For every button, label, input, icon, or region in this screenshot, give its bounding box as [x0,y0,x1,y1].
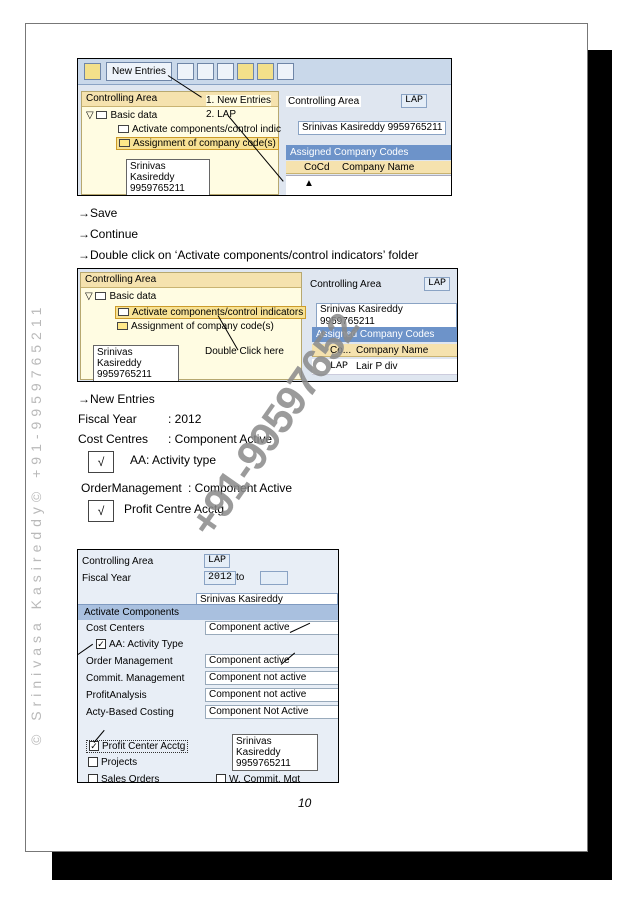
folder-icon [118,125,129,134]
cost-centers-field[interactable]: Component active [205,621,338,635]
assigned-company-codes-title: Assigned Company Codes [286,145,451,160]
order-management-field[interactable]: Component active [205,654,338,668]
step-double-click: →Double click on ‘Activate components/co… [78,248,419,262]
controlling-area-field[interactable]: LAP [401,94,428,108]
sap-toolbar: New Entries [78,59,451,85]
step-save: →Save [78,206,118,220]
table-header: CoCd Company Name [286,161,451,174]
callout-lap: 2. LAP [206,109,237,120]
chevron-down-icon[interactable]: ▽ [85,291,93,302]
cost-centers-label: Cost Centers [86,623,145,634]
checkbox-checked-icon[interactable]: ✓ [96,639,106,650]
commit-management-field[interactable]: Component not active [205,671,338,685]
author-note: Srinivas Kasireddy 9959765211 [126,159,210,195]
fiscal-year-field[interactable]: 2012 [204,571,237,585]
table-row[interactable]: LAP Lair P div [312,359,457,375]
table-grid [286,175,451,195]
profit-centre-checkbox[interactable]: √ [88,500,114,522]
profit-centre-label: Profit Centre Acctg [124,502,225,516]
row-code: LAP [330,361,349,372]
controlling-area-label: Controlling Area [286,96,362,107]
profit-analysis-label: ProfitAnalysis [86,690,147,701]
side-watermark: © Srinivasa Kasireddy© +91-9959765211 [28,302,44,745]
tree-item-activate-components[interactable]: Activate components/control indicators [115,306,307,319]
table-header: Co... Company Name [312,344,457,357]
undo-icon[interactable] [217,63,234,80]
deselect-all-icon[interactable] [277,63,294,80]
copy-icon[interactable] [177,63,194,80]
tree-item-activate-components[interactable]: Activate components/control indic [118,124,281,135]
cost-centres-value: : Component Active [168,432,273,446]
cost-centres-label: Cost Centres [78,432,149,446]
tree-item-assignment[interactable]: Assignment of company code(s) [117,321,274,332]
column-company-name: Company Name [342,162,415,173]
folder-icon [118,308,129,317]
author-note-bottom: Srinivas Kasireddy 9959765211 [232,734,318,771]
navigation-tree: Controlling Area ▽ Basic data Activate c… [81,91,281,195]
profit-center-acctg-checkbox[interactable]: ✓Profit Center Acctg [86,740,189,753]
tree-item-basic-data[interactable]: ▽ Basic data [86,110,158,121]
checkbox-icon[interactable] [216,774,226,782]
pointer-icon: ▲ [304,178,314,189]
assigned-company-codes-title: Assigned Company Codes [312,327,457,342]
controlling-area-label: Controlling Area [82,556,154,567]
author-note-right: Srinivas Kasireddy 9959765211 [298,121,447,135]
w-commit-mgt-checkbox[interactable]: W. Commit. Mgt [216,774,300,782]
checkbox-icon[interactable] [88,757,98,768]
row-company-name: Lair P div [356,361,398,372]
edit-icon[interactable] [84,63,101,80]
select-block-icon[interactable] [257,63,274,80]
arrow-line [78,643,94,655]
page-number: 10 [298,796,312,810]
projects-checkbox[interactable]: Projects [88,757,137,768]
acty-based-costing-label: Acty-Based Costing [86,707,174,718]
sap-screenshot-new-entries: New Entries Controlling Area ▽ Basic dat… [77,58,452,196]
chevron-down-icon[interactable]: ▽ [86,110,94,121]
sap-screenshot-double-click: Controlling Area ▽ Basic data Activate c… [77,268,458,382]
folder-open-icon [117,322,128,331]
tree-item-assignment[interactable]: Assignment of company code(s) [116,137,279,150]
to-label: to [236,572,245,583]
controlling-area-label: Controlling Area [310,279,382,290]
order-management-value: : Component Active [188,481,293,495]
fiscal-year-label: Fiscal Year [82,573,131,584]
column-cocd: CoCd [304,162,330,173]
delete-icon[interactable] [197,63,214,80]
author-note: Srinivas Kasireddy 9959765211 [93,345,179,381]
folder-icon [96,111,108,120]
commit-management-label: Commit. Management [86,673,185,684]
order-management-label: Order Management [86,656,173,667]
folder-icon [95,292,107,301]
column-company-name: Company Name [356,345,429,356]
sales-orders-checkbox[interactable]: Sales Orders [88,774,159,782]
new-entries-button[interactable]: New Entries [106,62,172,81]
controlling-area-field[interactable]: LAP [424,277,451,291]
order-management-label: OrderManagement [81,481,182,495]
step-continue: →Continue [78,227,139,241]
aa-activity-label: AA: Activity type [130,453,217,467]
aa-activity-type-checkbox[interactable]: ✓AA: Activity Type [96,639,184,650]
sap-screenshot-activate-components: Controlling Area LAP Fiscal Year 2012 to… [77,549,339,783]
fiscal-year-value: : 2012 [168,412,202,426]
acty-based-costing-field[interactable]: Component Not Active [205,705,338,719]
aa-activity-checkbox[interactable]: √ [88,451,114,473]
step-new-entries: →New Entries [78,392,155,406]
callout-double-click: Double Click here [205,346,284,357]
section-activate-components: Activate Components [78,604,338,620]
select-all-icon[interactable] [237,63,254,80]
profit-analysis-field[interactable]: Component not active [205,688,338,702]
tree-item-basic-data[interactable]: ▽ Basic data [85,291,157,302]
checkbox-icon[interactable] [88,774,98,782]
section-title: Activate Components [84,607,180,618]
column-code: Co... [330,345,352,356]
folder-open-icon [119,139,130,148]
navigation-tree: Controlling Area ▽ Basic data Activate c… [80,272,307,381]
tree-header: Controlling Area [81,273,301,288]
controlling-area-field[interactable]: LAP [204,554,231,568]
fiscal-year-to-field[interactable] [260,571,288,585]
fiscal-year-label: Fiscal Year [78,412,137,426]
callout-new-entries: 1. New Entries [206,95,272,106]
